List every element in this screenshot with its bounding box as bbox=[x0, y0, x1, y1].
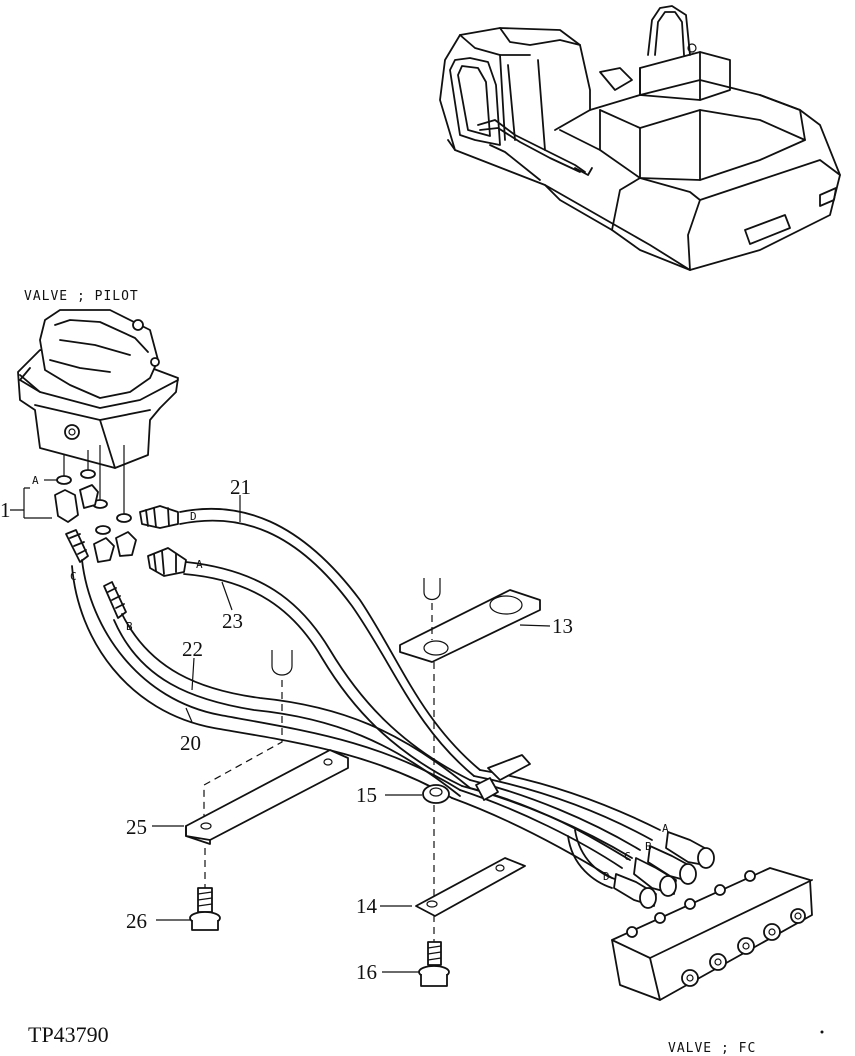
fastener-symbol-25 bbox=[271, 650, 293, 676]
port-label-b-hose: B bbox=[126, 620, 133, 633]
speck bbox=[820, 1030, 824, 1034]
callout-13: 13 bbox=[552, 614, 573, 638]
washer-15 bbox=[385, 784, 450, 804]
callout-22: 22 bbox=[182, 637, 203, 661]
port-label-a-hose: A bbox=[196, 558, 203, 571]
port-label-c-hose: C bbox=[70, 570, 77, 583]
port-label-fc-b: B bbox=[645, 840, 652, 853]
pilot-valve-illustration bbox=[17, 309, 179, 469]
callout-1: 1 bbox=[0, 498, 11, 522]
leader-23 bbox=[221, 581, 233, 611]
plate-14 bbox=[380, 857, 526, 917]
fc-hose-fittings bbox=[613, 831, 715, 909]
callout-26: 26 bbox=[126, 909, 147, 933]
fc-valve-illustration bbox=[611, 867, 813, 1001]
callout-25: 25 bbox=[126, 815, 147, 839]
bracket-25 bbox=[152, 749, 349, 845]
leader-22 bbox=[191, 657, 195, 691]
callout-20: 20 bbox=[180, 731, 201, 755]
callout-15: 15 bbox=[356, 783, 377, 807]
callout-23: 23 bbox=[222, 609, 243, 633]
port-label-a-top: A bbox=[32, 474, 39, 487]
guide-line-25 bbox=[203, 680, 283, 818]
port-label-fc-a: A bbox=[662, 822, 669, 835]
excavator-illustration bbox=[439, 5, 841, 271]
pilot-valve-fittings bbox=[54, 445, 187, 619]
pilot-valve-label: VALVE ; PILOT bbox=[24, 289, 139, 304]
leader-1 bbox=[10, 487, 52, 519]
bolt-16 bbox=[382, 941, 450, 987]
hose-bundle bbox=[71, 507, 661, 889]
callout-16: 16 bbox=[356, 960, 377, 984]
plate-13 bbox=[399, 589, 551, 663]
callout-14: 14 bbox=[356, 894, 378, 918]
callout-21: 21 bbox=[230, 475, 251, 499]
port-label-fc-c: C bbox=[624, 850, 631, 863]
bolt-26 bbox=[156, 887, 221, 931]
port-label-d-hose: D bbox=[190, 510, 197, 523]
fastener-symbol-13 bbox=[423, 578, 441, 601]
fc-valve-label: VALVE ; FC bbox=[668, 1041, 756, 1056]
drawing-code: TP43790 bbox=[28, 1022, 109, 1047]
port-label-fc-d: D bbox=[603, 870, 610, 883]
leader-20 bbox=[185, 707, 193, 723]
